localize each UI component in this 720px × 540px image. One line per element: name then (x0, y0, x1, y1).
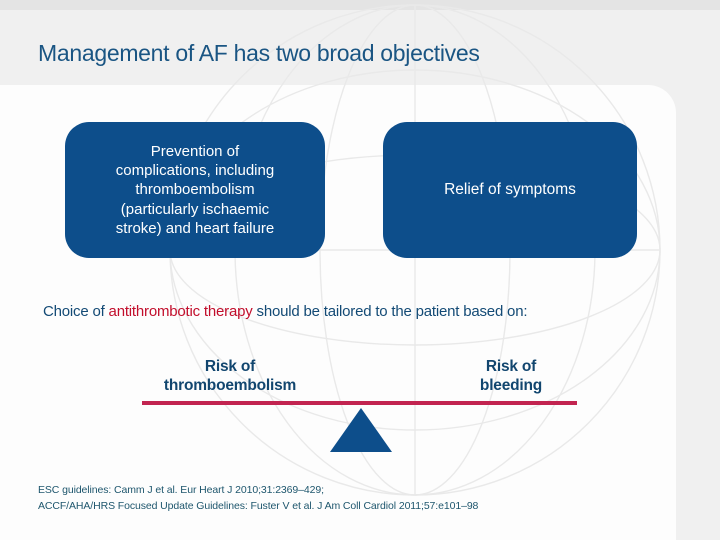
reference-footnote: ESC guidelines: Camm J et al. Eur Heart … (38, 484, 479, 512)
objective-box-symptom-relief-text: Relief of symptoms (444, 181, 576, 199)
therapy-choice-statement: Choice of antithrombotic therapy should … (43, 303, 673, 320)
risk-thromboembolism-label: Risk of thromboembolism (163, 358, 297, 394)
statement-prefix: Choice of (43, 303, 109, 320)
page-title: Management of AF has two broad objective… (38, 40, 480, 66)
statement-highlight: antithrombotic therapy (108, 303, 253, 320)
fulcrum-triangle-icon (330, 408, 392, 452)
statement-suffix: should be tailored to the patient based … (252, 303, 528, 320)
objective-box-prevention: Prevention of complications, including t… (65, 122, 325, 258)
objective-box-symptom-relief: Relief of symptoms (383, 122, 637, 258)
balance-beam-line (142, 401, 577, 405)
risk-bleeding-label: Risk of bleeding (479, 358, 543, 394)
objective-box-prevention-text: Prevention of complications, including t… (115, 143, 275, 237)
top-border-strip (0, 0, 720, 10)
